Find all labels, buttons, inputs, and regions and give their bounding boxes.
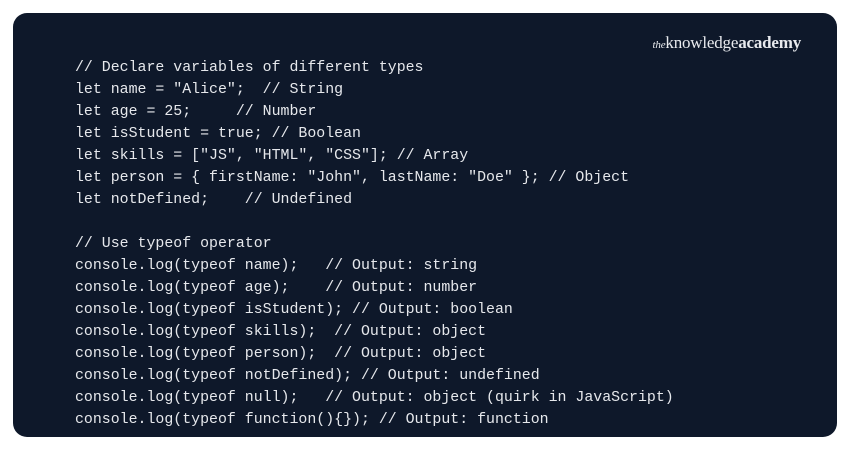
code-line: // Declare variables of different types — [75, 60, 424, 76]
knowledge-academy-logo: theknowledgeacademy — [652, 33, 802, 52]
code-line: let age = 25; // Number — [75, 104, 317, 120]
code-line — [75, 211, 674, 233]
code-line: console.log(typeof null); // Output: obj… — [75, 390, 674, 406]
code-line: console.log(typeof name); // Output: str… — [75, 258, 478, 274]
code-line: console.log(typeof skills); // Output: o… — [75, 324, 487, 340]
code-line: let name = "Alice"; // String — [75, 82, 344, 98]
code-line: let skills = ["JS", "HTML", "CSS"]; // A… — [75, 148, 469, 164]
code-line: let notDefined; // Undefined — [75, 192, 353, 208]
code-card: theknowledgeacademy — [13, 13, 837, 437]
code-line: // Use typeof operator — [75, 236, 272, 252]
code-line: console.log(typeof function(){}); // Out… — [75, 412, 549, 428]
code-line: console.log(typeof age); // Output: numb… — [75, 280, 478, 296]
code-line: console.log(typeof person); // Output: o… — [75, 346, 487, 362]
code-line: console.log(typeof isStudent); // Output… — [75, 302, 513, 318]
code-line: console.log(typeof notDefined); // Outpu… — [75, 368, 540, 384]
code-block: // Declare variables of different types l… — [75, 57, 674, 431]
code-line: let isStudent = true; // Boolean — [75, 126, 361, 142]
code-line: let person = { firstName: "John", lastNa… — [75, 170, 630, 186]
